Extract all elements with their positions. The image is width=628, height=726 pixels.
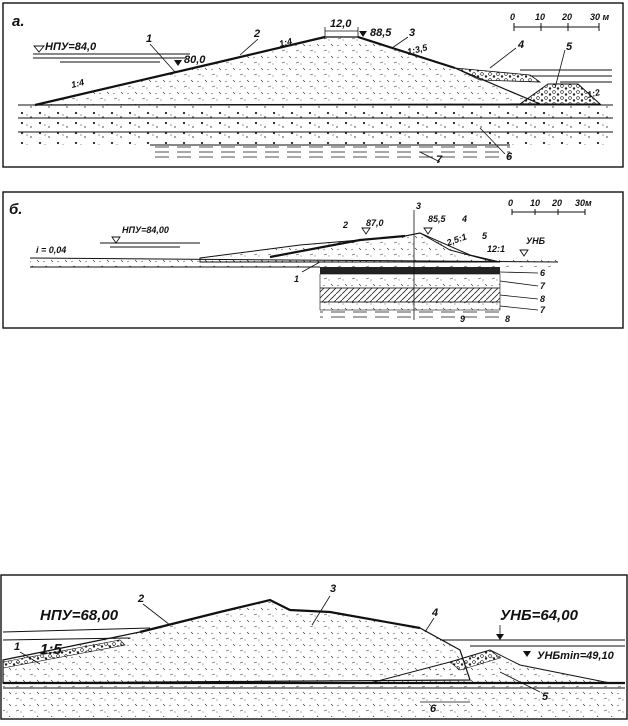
callout-6-b: 6 <box>540 268 546 278</box>
scale-tick-20: 20 <box>561 12 572 22</box>
layer-9-b <box>320 310 500 320</box>
clay-layer-a <box>150 145 510 159</box>
upstream-facing-b <box>269 234 406 259</box>
callout-1-c: 1 <box>14 641 20 653</box>
slope-12-label: 12:1 <box>487 244 505 254</box>
downstream-slope-a <box>357 35 456 70</box>
scale-b-tick-0: 0 <box>508 198 513 208</box>
drain-5-c <box>369 649 611 684</box>
slope-label-c: 1:5 <box>40 641 62 658</box>
layer-7-b <box>319 273 501 289</box>
panel-a-frame <box>2 2 624 168</box>
callout-9-b: 9 <box>460 314 465 324</box>
callout-2-b: 2 <box>342 220 348 230</box>
scale-bar-b: 0 10 20 30м <box>508 198 592 215</box>
callout-4-b: 4 <box>461 214 467 224</box>
callout-5-b: 5 <box>482 231 488 241</box>
el-87-label: 87,0 <box>366 218 384 228</box>
callout-7b-b: 7 <box>540 305 546 315</box>
scale-tick-30: 30 м <box>590 12 610 22</box>
water-level-icon-b <box>111 236 121 244</box>
npu-label-b: НПУ=84,00 <box>122 225 169 235</box>
npu-label-c: НПУ=68,00 <box>40 607 119 624</box>
el-88-label: 88,5 <box>370 27 392 39</box>
callout-5-c: 5 <box>542 691 549 703</box>
el-80-label: 80,0 <box>184 54 206 66</box>
panel-a: а. НПУ=84,0 12,0 88,5 <box>2 2 624 168</box>
callout-3-a: 3 <box>409 27 415 39</box>
panel-b-frame <box>2 191 624 329</box>
crest-level-icon <box>359 31 367 37</box>
foundation-a <box>18 105 613 145</box>
callout-7-a: 7 <box>436 154 443 166</box>
scale-bar-a: 0 10 20 30 м <box>510 12 610 31</box>
downstream-slope-b <box>404 232 496 263</box>
slope-25-label: 2,5:1 <box>444 231 468 248</box>
upstream-water-a <box>33 45 190 63</box>
crest-width-label: 12,0 <box>330 18 352 30</box>
scale-b-tick-20: 20 <box>551 198 562 208</box>
scale-b-tick-10: 10 <box>530 198 540 208</box>
callout-8-b: 8 <box>540 294 545 304</box>
callout-4-a: 4 <box>517 39 524 51</box>
toe-drain-a <box>518 83 602 105</box>
callout-7-b: 7 <box>540 281 546 291</box>
unb-label-b: УНБ <box>526 236 546 246</box>
unb-min-icon <box>523 651 531 657</box>
panel-b-letter: б. <box>9 201 22 218</box>
callout-8b-b: 8 <box>505 314 510 324</box>
callout-6-a: 6 <box>506 151 513 163</box>
callout-1-a: 1 <box>146 33 152 45</box>
unb-label-c: УНБ=64,00 <box>500 607 579 624</box>
callout-3-b: 3 <box>416 201 421 211</box>
el-85-label: 85,5 <box>428 214 447 224</box>
slope-dn2-a: 1:2 <box>586 87 601 100</box>
berm-level-icon <box>174 60 182 66</box>
callout-1-b: 1 <box>294 274 299 284</box>
callout-2-c: 2 <box>137 593 144 605</box>
npu-label-a: НПУ=84,0 <box>45 41 97 53</box>
panel-c: НПУ=68,00 УНБ=64,00 УНБmin=49,10 1:5 1 2… <box>0 574 628 720</box>
upstream-facing-a <box>34 35 326 107</box>
foundation-c <box>3 683 625 717</box>
scale-tick-10: 10 <box>535 12 545 22</box>
callout-5-a: 5 <box>566 41 573 53</box>
slope-up2-a: 1:4 <box>278 36 293 49</box>
layer-6-b <box>320 267 500 274</box>
layer-7b-b <box>319 301 501 311</box>
layer-8-b <box>319 287 501 303</box>
slope-up1-a: 1:4 <box>70 77 85 90</box>
callout-6-c: 6 <box>430 703 437 715</box>
water-level-icon <box>33 45 45 53</box>
upstream-riprap-c <box>2 639 126 669</box>
callout-4-c: 4 <box>431 607 438 619</box>
panel-a-letter: а. <box>12 13 25 30</box>
crest-facing-c <box>139 598 421 634</box>
slope-dn1-a: 1:3,5 <box>406 42 429 57</box>
gradient-label: i = 0,04 <box>36 245 66 255</box>
panel-b: б. НПУ=84,00 i = 0,04 87,0 85,5 2,5:1 12… <box>2 191 624 329</box>
riprap-a <box>454 67 542 83</box>
unb-min-label: УНБmin=49,10 <box>537 650 615 662</box>
scale-b-tick-30: 30м <box>575 198 592 208</box>
callout-2-a: 2 <box>253 28 260 40</box>
panel-c-frame <box>0 574 628 720</box>
scale-tick-0: 0 <box>510 12 515 22</box>
callout-3-c: 3 <box>330 583 336 595</box>
